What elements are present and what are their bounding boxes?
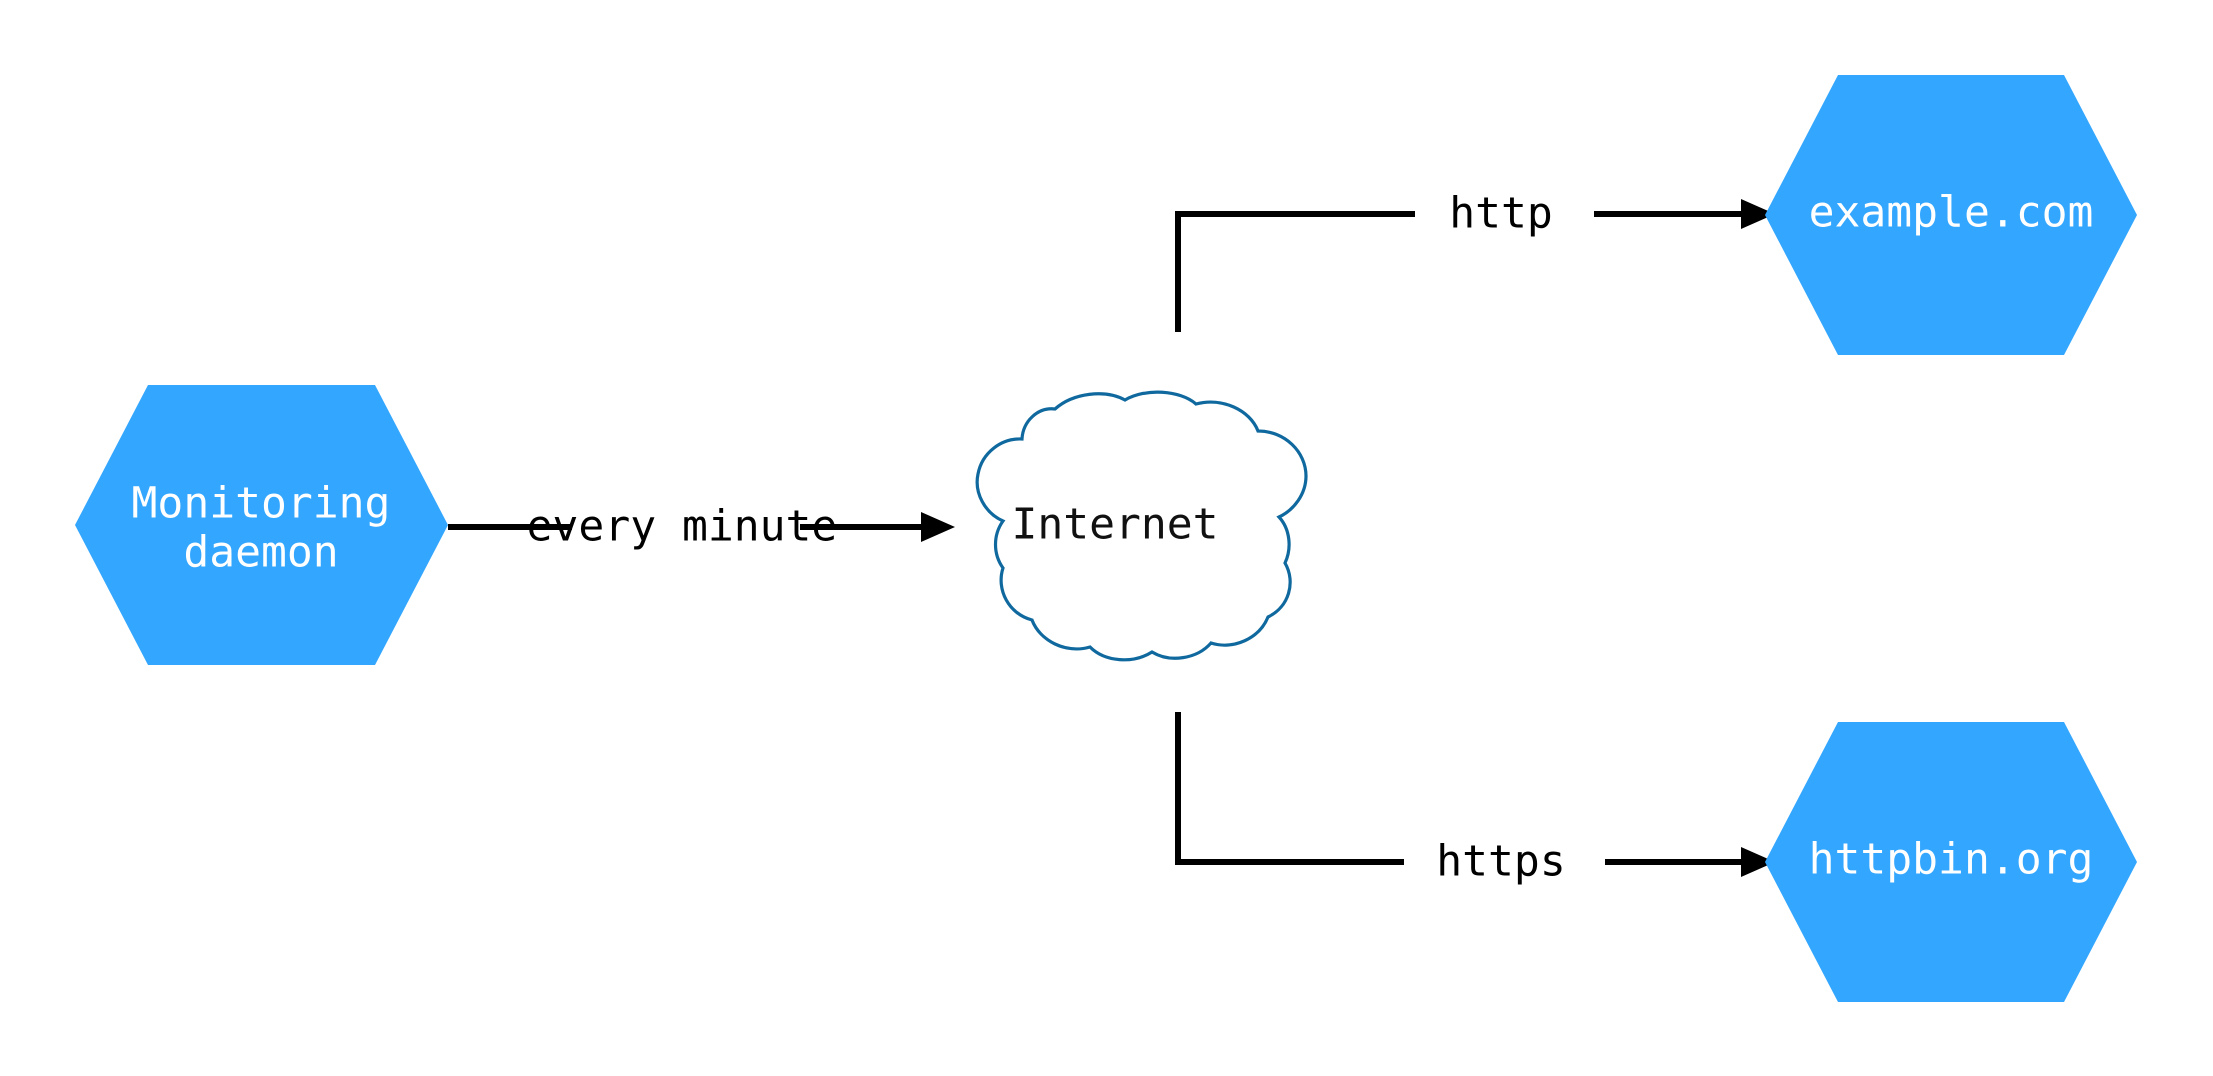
edge-https[interactable]: https: [1175, 712, 1775, 887]
node-httpbin-org[interactable]: httpbin.org: [1765, 722, 2137, 1002]
edge-https-elbow: [1175, 712, 1404, 865]
edge-http[interactable]: http: [1175, 189, 1775, 333]
edge-every-minute[interactable]: every minute: [448, 502, 955, 552]
example-com-hexagon: [1765, 75, 2137, 355]
internet-cloud-shape: [975, 390, 1308, 662]
node-internet[interactable]: Internet: [975, 390, 1308, 662]
internet-label: Internet: [1011, 500, 1218, 550]
example-com-label: example.com: [1809, 188, 2094, 238]
edge-http-arrowhead: [1741, 199, 1775, 229]
node-monitoring-daemon[interactable]: Monitoring daemon: [75, 385, 448, 665]
httpbin-org-hexagon: [1765, 722, 2137, 1002]
edge-label-https: https: [1436, 837, 1565, 887]
edge-http-elbow: [1175, 211, 1415, 332]
httpbin-org-label: httpbin.org: [1809, 835, 2094, 885]
monitoring-daemon-hexagon: [75, 385, 448, 665]
node-example-com[interactable]: example.com: [1765, 75, 2137, 355]
monitoring-daemon-label-line1: Monitoring: [132, 479, 391, 529]
edge-label-http: http: [1449, 189, 1553, 239]
edge-https-arrowhead: [1741, 847, 1775, 877]
monitoring-daemon-label-line2: daemon: [183, 528, 338, 578]
edge-every-minute-arrowhead: [921, 512, 955, 542]
edge-label-every-minute: every minute: [527, 502, 838, 552]
